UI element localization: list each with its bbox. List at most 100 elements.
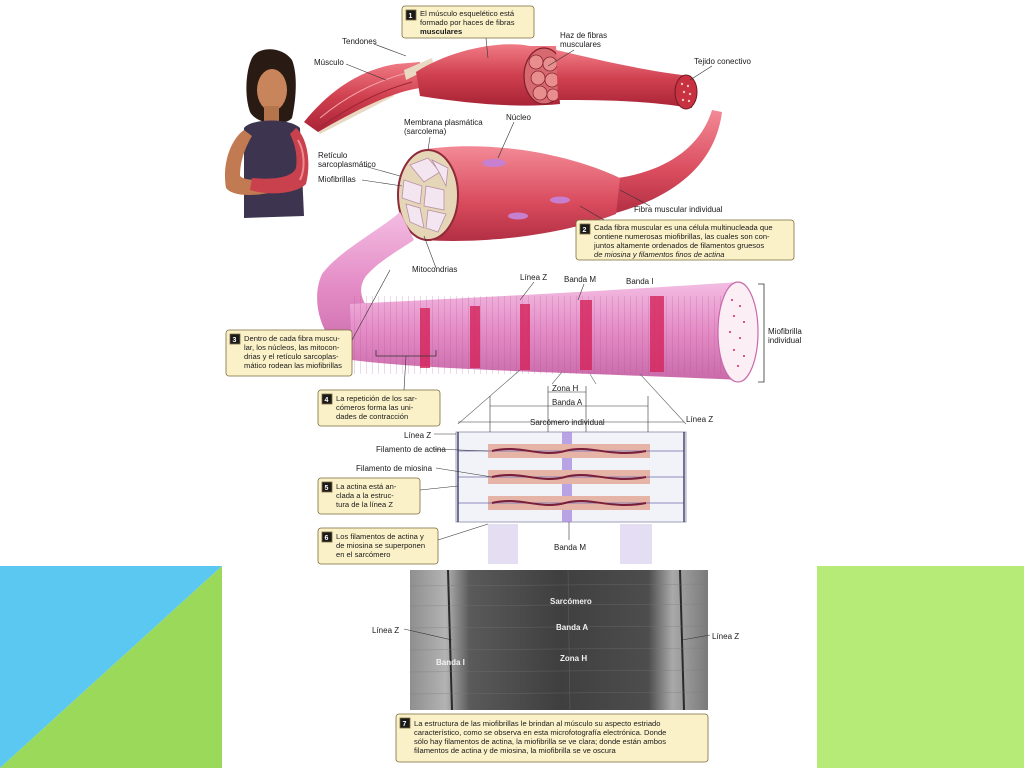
micrograph-texture — [409, 569, 709, 711]
fascicle-to-connective — [556, 50, 692, 108]
figure-labels: Tendones Músculo Haz de fibras musculare… — [314, 31, 802, 552]
label-reticulo-2: sarcoplasmático — [318, 160, 376, 169]
label-sarcomero-ind: Sarcómero individual — [530, 418, 605, 427]
neck — [264, 106, 279, 122]
svg-text:7: 7 — [403, 721, 407, 728]
callout-6-line-3: en el sarcómero — [336, 550, 390, 559]
dimension-arrows — [458, 386, 684, 432]
right-green-block — [817, 566, 1024, 768]
label-filamento-actina: Filamento de actina — [376, 445, 446, 454]
label-membrana-1: Membrana plasmática — [404, 118, 483, 127]
svg-text:5: 5 — [325, 485, 329, 492]
callout-7-line-1: La estructura de las miofibrillas le bri… — [414, 719, 661, 728]
muscle-striation-b — [321, 81, 413, 127]
micro-label-zona-h: Zona H — [560, 654, 587, 663]
label-banda-a: Banda A — [552, 398, 583, 407]
label-musculo: Músculo — [314, 58, 344, 67]
micro-label-linea-z-right: Línea Z — [712, 632, 739, 641]
overlap-shading — [488, 524, 652, 564]
micrograph-labels: Sarcómero Banda A Zona H Banda I Línea Z… — [372, 597, 739, 667]
callout-5-line-3: tura de la línea Z — [336, 500, 393, 509]
connective-dots — [680, 82, 692, 103]
callout-1-line-3: musculares — [420, 27, 462, 36]
callout-5-line-1: La actina está an- — [336, 482, 397, 491]
label-linea-z: Línea Z — [520, 273, 547, 282]
myofibril-curve — [317, 212, 414, 360]
callout-7-line-2: característico, como se observa en esta … — [414, 728, 666, 737]
callout-leaders — [351, 37, 605, 541]
callout-1: 1 El músculo esquelético está formado po… — [401, 5, 535, 39]
svg-text:2: 2 — [583, 227, 587, 234]
micro-label-banda-a: Banda A — [556, 623, 588, 632]
label-haz-2: musculares — [560, 40, 601, 49]
micrograph-image — [410, 570, 708, 710]
label-miofibrilla-1: Miofibrilla — [768, 327, 802, 336]
myofibril-dark-bands — [420, 296, 664, 372]
label-linea-z-right: Línea Z — [686, 415, 713, 424]
z-lines — [457, 432, 685, 522]
muscle-striation-a — [319, 71, 411, 119]
svg-text:1: 1 — [409, 13, 413, 20]
label-nucleo: Núcleo — [506, 113, 531, 122]
nucleus-3 — [508, 212, 528, 220]
nucleus-2 — [550, 196, 570, 204]
left-arm — [224, 130, 286, 195]
callout-2-line-4: de miosina y filamentos finos de actina — [594, 250, 724, 259]
muscle-highlight — [297, 139, 305, 181]
callout-3-line-2: lar, los núcleos, las mitocon- — [244, 343, 340, 352]
label-membrana-2: (sarcolema) — [404, 127, 447, 136]
callout-3-line-3: drias y el retículo sarcoplas- — [244, 352, 339, 361]
filament-rows — [458, 444, 684, 510]
muscle-belly — [304, 62, 420, 132]
muscle-fiber — [397, 110, 722, 241]
connective-cross-section — [674, 74, 698, 110]
callout-6-line-1: Los filamentos de actina y — [336, 532, 424, 541]
myofibril-striations — [352, 296, 740, 374]
svg-text:6: 6 — [325, 535, 329, 542]
electron-micrograph — [409, 569, 709, 711]
label-reticulo-1: Retículo — [318, 151, 348, 160]
label-filamento-miosina: Filamento de miosina — [356, 464, 433, 473]
label-zona-h: Zona H — [552, 384, 578, 393]
callout-2-line-3: juntos altamente ordenados de filamentos… — [593, 241, 764, 250]
tendon-far — [404, 58, 434, 80]
myofibril-bracket — [758, 283, 765, 383]
callout-7-line-3: sólo hay filamentos de actina, la miofib… — [414, 737, 666, 746]
left-green-triangle — [0, 566, 222, 768]
label-linea-z-left: Línea Z — [404, 431, 431, 440]
callout-5: 5 La actina está an- clada a la estruc- … — [317, 477, 421, 515]
leader-lines — [345, 43, 713, 641]
micro-label-banda-i: Banda I — [436, 658, 465, 667]
callout-2-line-2: contiene numerosas miofibrillas, las cua… — [594, 232, 770, 241]
callout-4: 4 La repetición de los sar- cómeros form… — [317, 389, 441, 427]
callout-7: 7 La estructura de las miofibrillas le b… — [395, 713, 709, 763]
callout-4-line-3: dades de contracción — [336, 412, 408, 421]
callout-3-line-4: mático rodean las miofibrillas — [244, 361, 342, 370]
callout-4-line-1: La repetición de los sar- — [336, 394, 418, 403]
fiber-tail — [600, 110, 722, 214]
label-banda-m-lower: Banda M — [554, 543, 586, 552]
callout-1-line-1: El músculo esquelético está — [420, 9, 515, 18]
left-corner-decoration — [0, 566, 222, 768]
callout-6: 6 Los filamentos de actina y de miosina … — [317, 527, 439, 565]
label-banda-i: Banda I — [626, 277, 654, 286]
micro-label-linea-z-left: Línea Z — [372, 626, 399, 635]
fiber-myofibril-sections — [401, 157, 449, 233]
nucleus-1 — [482, 159, 506, 167]
callout-4-line-2: cómeros forma las uni- — [336, 403, 414, 412]
fascicle-body — [416, 44, 560, 106]
fiber-body — [420, 146, 620, 241]
micro-label-sarcomero: Sarcómero — [550, 597, 592, 606]
callout-2: 2 Cada fibra muscular es una célula mult… — [575, 219, 795, 261]
right-arm-muscle — [250, 128, 309, 194]
sarcomere-diagram — [455, 386, 687, 564]
projection-lines — [457, 369, 687, 425]
svg-text:4: 4 — [325, 397, 329, 404]
callout-3-line-1: Dentro de cada fibra muscu- — [244, 334, 340, 343]
callout-1-line-2: formado por haces de fibras — [420, 18, 515, 27]
callout-2-line-1: Cada fibra muscular es una célula multin… — [594, 223, 773, 232]
muscle-fascicle — [416, 44, 698, 110]
label-mitocondrias: Mitocondrias — [412, 265, 457, 274]
